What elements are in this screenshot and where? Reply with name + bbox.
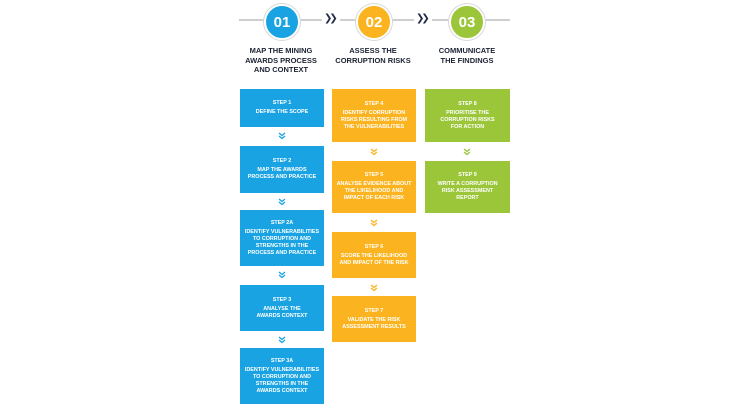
timeline-line-left	[239, 19, 269, 21]
step-label: STEP 2A	[270, 219, 294, 226]
phase-2-number-badge: 02	[356, 4, 392, 40]
chevron-down-icon	[277, 132, 287, 140]
step-label: STEP 3	[272, 296, 292, 303]
phase-1-title: MAP THE MINING AWARDS PROCESS AND CONTEX…	[245, 46, 317, 74]
step-9-box: STEP 9 WRITE A CORRUPTION RISK ASSESSMEN…	[425, 161, 510, 213]
step-description: VALIDATE THE RISK ASSESSMENT RESULTS	[342, 316, 406, 330]
step-description: IDENTIFY CORRUPTION RISKS RESULTING FROM…	[340, 109, 408, 130]
chevron-down-icon	[277, 198, 287, 206]
timeline-line-mid-1	[300, 19, 322, 21]
step-description: MAP THE AWARDS PROCESS AND PRACTICE	[247, 167, 317, 180]
phase-2-title: ASSESS THE CORRUPTION RISKS	[335, 46, 411, 65]
step-label: STEP 4	[364, 100, 384, 107]
chevron-down-icon	[369, 219, 379, 227]
double-chevron-right-icon: ❯❯	[324, 13, 338, 24]
step-description: WRITE A CORRUPTION RISK ASSESSMENT REPOR…	[437, 181, 498, 201]
step-label: STEP 2	[272, 158, 292, 164]
step-description: ANALYSE THE AWARDS CONTEXT	[256, 305, 308, 319]
step-description: IDENTIFY VULNERABILITIES TO CORRUPTION A…	[244, 366, 320, 394]
chevron-down-icon	[277, 271, 287, 279]
step-3-box: STEP 3 ANALYSE THE AWARDS CONTEXT	[240, 285, 324, 331]
step-description: PRIORITISE THE CORRUPTION RISKS FOR ACTI…	[440, 109, 495, 130]
step-description: SCORE THE LIKELIHOOD AND IMPACT OF THE R…	[339, 252, 409, 266]
step-5-box: STEP 5 ANALYSE EVIDENCE ABOUT THE LIKELI…	[332, 161, 416, 213]
step-description: ANALYSE EVIDENCE ABOUT THE LIKELIHOOD AN…	[336, 181, 412, 201]
step-description: DEFINE THE SCOPE	[255, 109, 309, 115]
step-8-box: STEP 8 PRIORITISE THE CORRUPTION RISKS F…	[425, 89, 510, 142]
step-1-box: STEP 1 DEFINE THE SCOPE	[240, 89, 324, 127]
step-label: STEP 5	[364, 172, 384, 178]
step-description: IDENTIFY VULNERABILITIES TO CORRUPTION A…	[244, 228, 320, 256]
phase-1-number-badge: 01	[264, 4, 300, 40]
chevron-down-icon	[369, 148, 379, 156]
chevron-down-icon	[369, 284, 379, 292]
timeline-line-mid-4	[432, 19, 454, 21]
step-6-box: STEP 6 SCORE THE LIKELIHOOD AND IMPACT O…	[332, 232, 416, 278]
step-label: STEP 1	[272, 100, 292, 106]
timeline-line-right	[486, 19, 510, 21]
phase-3-title: COMMUNICATE THE FINDINGS	[438, 46, 496, 65]
step-7-box: STEP 7 VALIDATE THE RISK ASSESSMENT RESU…	[332, 296, 416, 342]
double-chevron-right-icon: ❯❯	[416, 13, 430, 24]
step-label: STEP 8	[458, 100, 477, 107]
step-label: STEP 7	[364, 307, 384, 314]
step-4-box: STEP 4 IDENTIFY CORRUPTION RISKS RESULTI…	[332, 89, 416, 142]
step-3a-box: STEP 3A IDENTIFY VULNERABILITIES TO CORR…	[240, 348, 324, 404]
step-2-box: STEP 2 MAP THE AWARDS PROCESS AND PRACTI…	[240, 146, 324, 193]
timeline-line-mid-3	[392, 19, 414, 21]
timeline-line-mid-2	[340, 19, 362, 21]
step-label: STEP 9	[458, 172, 477, 178]
step-2a-box: STEP 2A IDENTIFY VULNERABILITIES TO CORR…	[240, 210, 324, 266]
step-label: STEP 3A	[270, 357, 294, 364]
step-label: STEP 6	[364, 243, 384, 250]
chevron-down-icon	[277, 336, 287, 344]
chevron-down-icon	[462, 148, 472, 156]
phase-3-number-badge: 03	[449, 4, 485, 40]
